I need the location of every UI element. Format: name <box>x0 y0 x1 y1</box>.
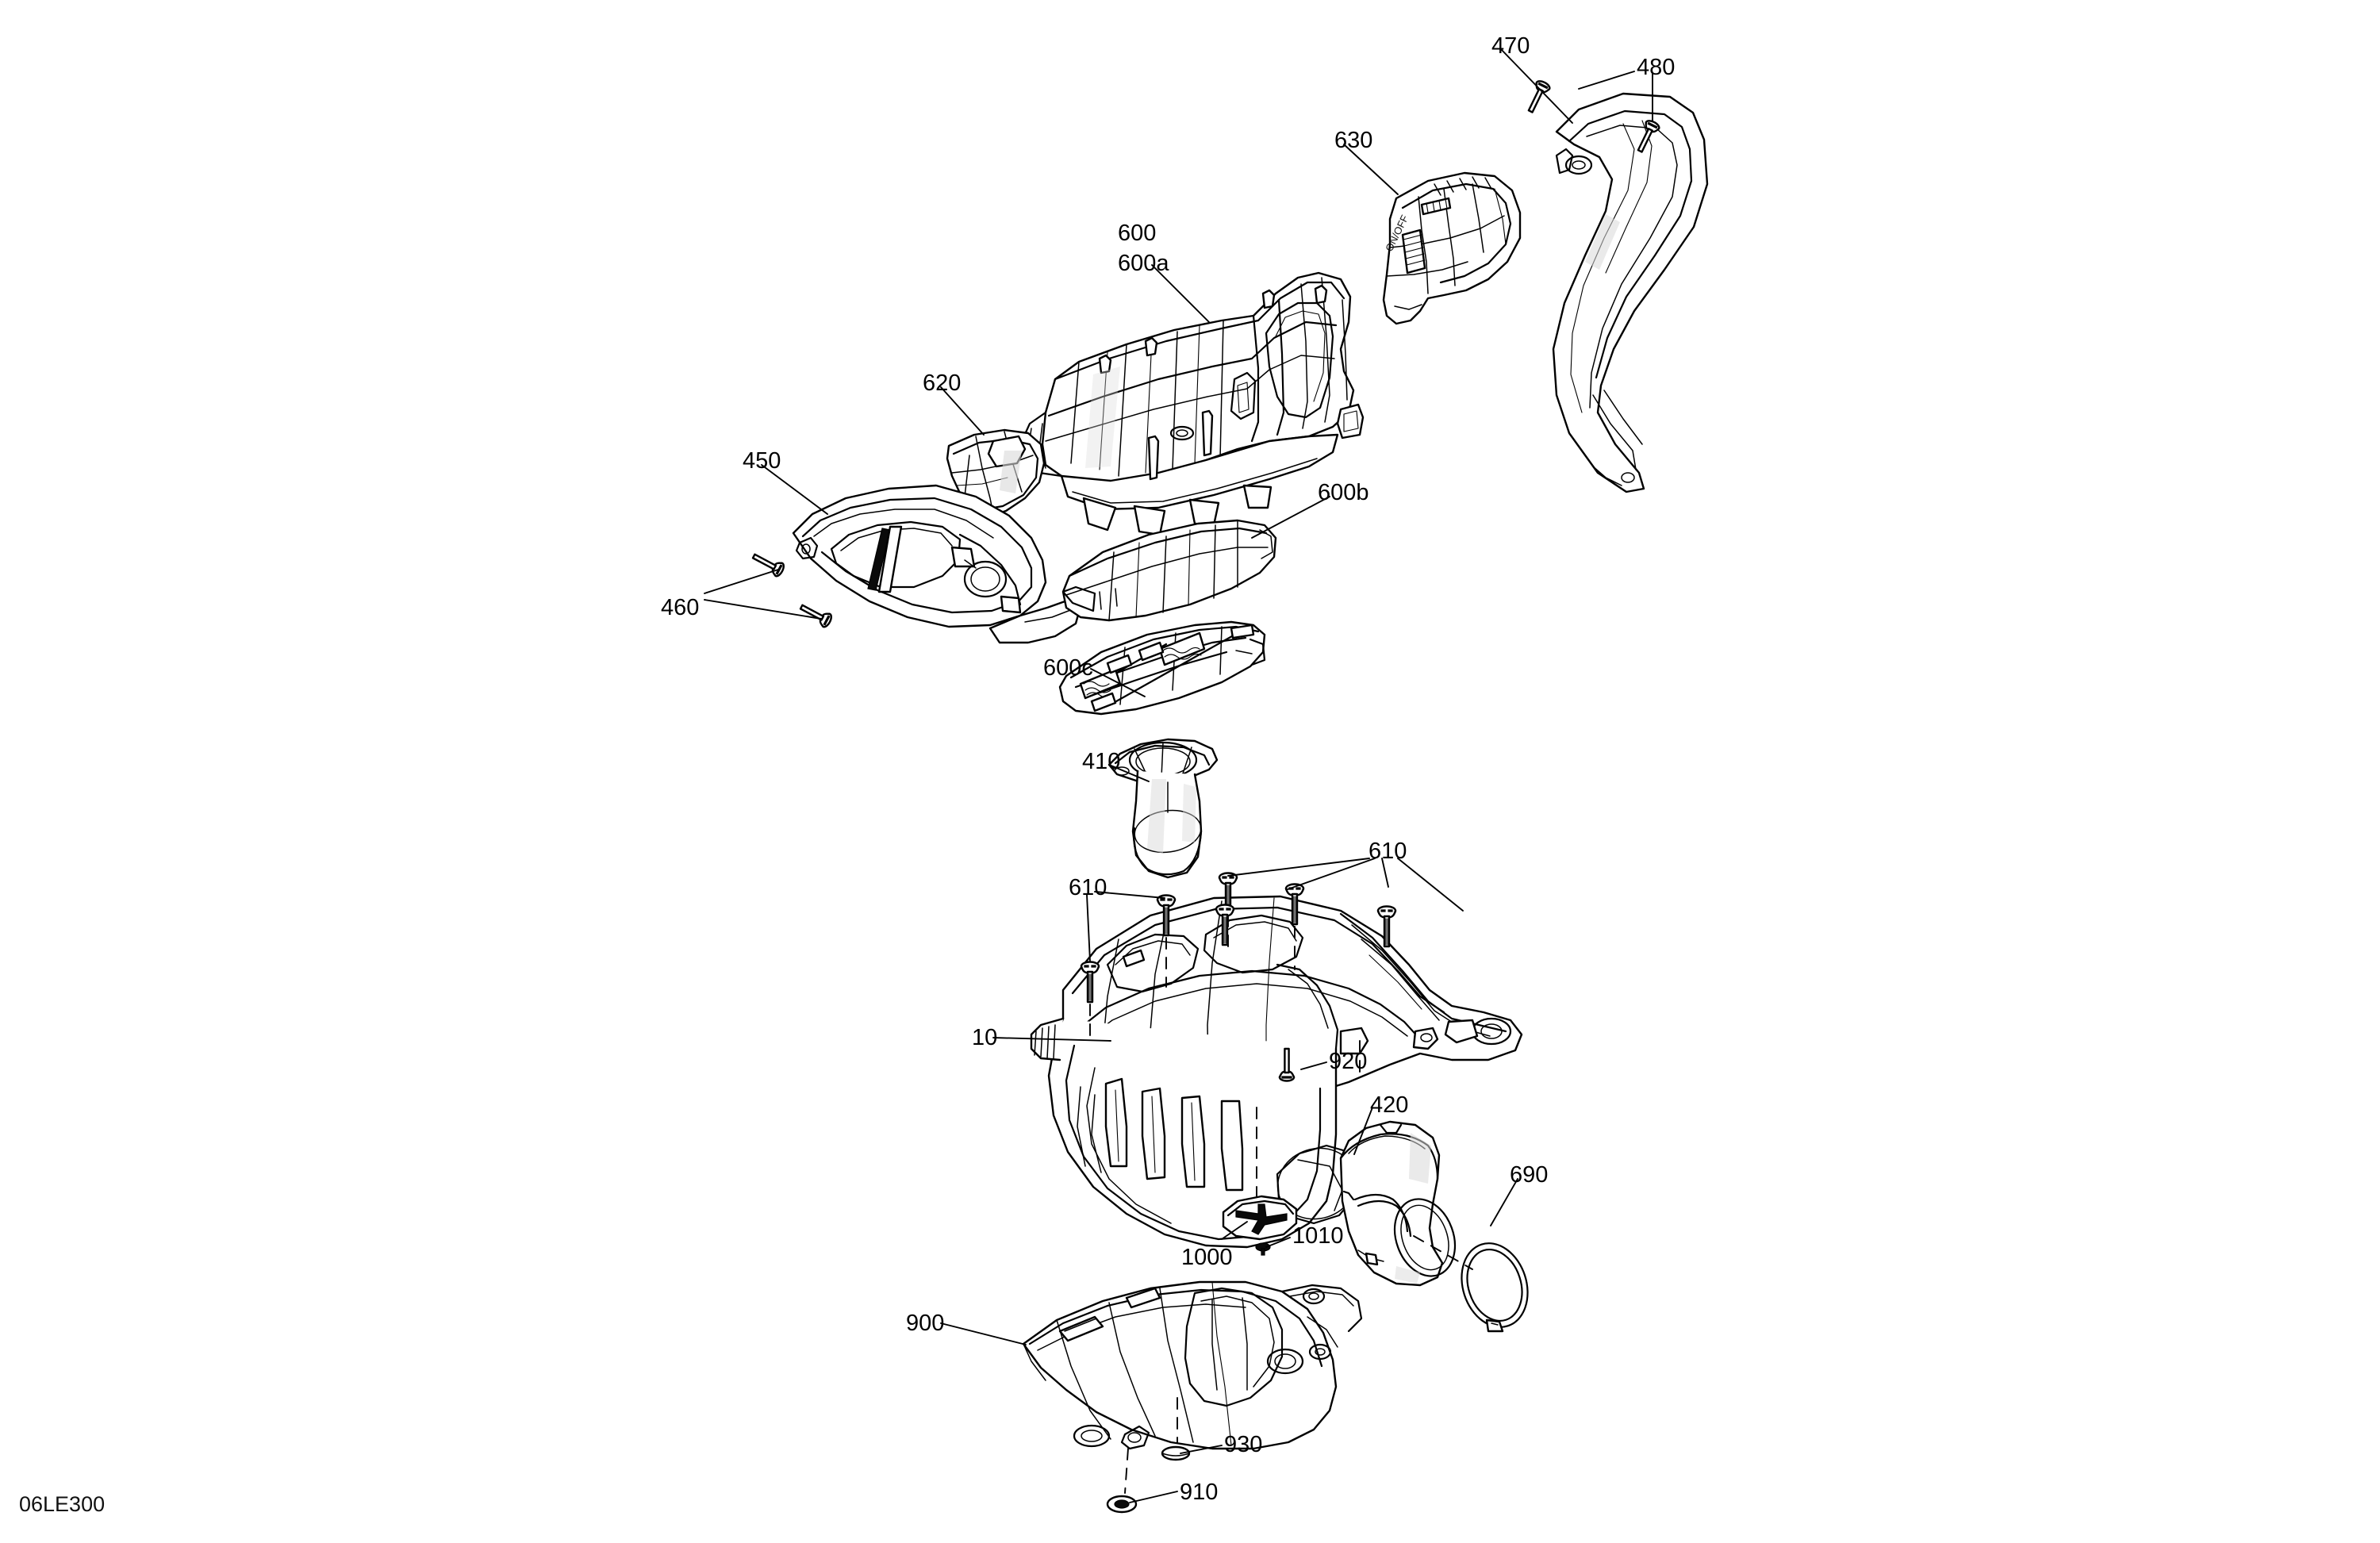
leader-line-900 <box>940 1322 1027 1345</box>
leader-line-690 <box>1490 1178 1518 1226</box>
leader-line-610 <box>1397 858 1464 912</box>
callout-label-460: 460 <box>661 595 699 620</box>
part-620-scoop-deflector <box>946 428 1046 519</box>
part-10-air-box-main-body <box>1030 895 1523 1249</box>
callout-label-610: 610 <box>1368 839 1407 864</box>
leader-line-10 <box>992 1037 1111 1042</box>
leader-line-450 <box>761 464 828 515</box>
callout-label-1000: 1000 <box>1181 1245 1233 1270</box>
leader-line-610 <box>1094 891 1165 899</box>
callout-label-690: 690 <box>1510 1162 1548 1188</box>
part-420-elbow-hose <box>1339 1120 1457 1287</box>
part-930-cap <box>1161 1445 1191 1461</box>
callout-labels: 470 480 630 600 600a 620 450 460 600b 600c 410 610 6… <box>661 33 1675 1505</box>
callout-label-600c: 600c <box>1043 655 1093 681</box>
callout-label-10: 10 <box>972 1025 997 1050</box>
leader-line-910 <box>1129 1491 1178 1503</box>
callout-label-920: 920 <box>1329 1049 1367 1074</box>
callout-label-600b: 600b <box>1318 480 1369 505</box>
assembly-axis-910 <box>1124 1448 1129 1494</box>
callout-label-610: 610 <box>1069 875 1107 900</box>
callout-label-900: 900 <box>906 1311 944 1336</box>
leader-line-480 <box>1578 71 1635 90</box>
leader-line-620 <box>940 386 985 436</box>
leader-line-460 <box>704 599 822 620</box>
leader-line-610 <box>1381 858 1389 888</box>
part-450-snorkel-side-panel <box>792 484 1082 644</box>
assembly-axis-420-690 <box>1413 1235 1473 1270</box>
part-910-grommet <box>1106 1495 1138 1514</box>
leader-line-920 <box>1300 1061 1327 1070</box>
leader-line-600b <box>1251 496 1330 539</box>
leader-line-410 <box>1108 764 1150 782</box>
part-600a-intake-duct-upper <box>1020 271 1365 536</box>
part-690-clamp-ring <box>1461 1242 1529 1333</box>
leader-line-630 <box>1343 144 1399 195</box>
leader-line-930 <box>1180 1445 1223 1454</box>
callout-label-470: 470 <box>1491 33 1530 59</box>
leader-lines <box>704 48 1653 1503</box>
callout-label-600: 600 <box>1118 221 1156 246</box>
leader-line-610 <box>1227 858 1370 877</box>
leader-line-600a <box>1151 264 1210 323</box>
part-610-screws-left <box>1080 894 1177 1038</box>
callout-label-420: 420 <box>1370 1092 1408 1118</box>
callout-label-480: 480 <box>1637 55 1675 80</box>
leader-line-1000 <box>1221 1221 1248 1240</box>
leader-line-420 <box>1353 1107 1373 1155</box>
leader-line-1010 <box>1265 1237 1291 1248</box>
leader-line-610 <box>1287 858 1376 890</box>
part-900-lower-tray <box>1022 1280 1363 1450</box>
part-600c-filter-frame <box>1058 620 1266 716</box>
callout-label-1010: 1010 <box>1292 1223 1344 1249</box>
leader-line-460 <box>704 569 779 594</box>
drawing-code: 06LE300 <box>19 1492 105 1516</box>
part-1010-plug <box>1255 1242 1271 1256</box>
part-1000-drain-valve <box>1222 1195 1298 1241</box>
leader-line-600c <box>1090 668 1146 697</box>
part-630-intake-grille-cover: ON/OFF <box>1382 171 1522 325</box>
part-410-intake-funnel <box>1107 738 1219 879</box>
part-610-screws-right <box>1215 872 1397 970</box>
callout-label-600a: 600a <box>1118 251 1169 276</box>
callout-label-410: 410 <box>1082 749 1120 774</box>
leader-line-610 <box>1086 894 1091 962</box>
leader-line-470 <box>1500 48 1573 124</box>
callout-label-450: 450 <box>743 448 781 474</box>
callout-label-910: 910 <box>1180 1480 1218 1505</box>
part-470-side-duct-panel <box>1552 92 1709 493</box>
callout-label-620: 620 <box>923 370 961 396</box>
callout-label-630: 630 <box>1334 128 1372 153</box>
callout-label-930: 930 <box>1224 1432 1262 1457</box>
part-600b-filter-element <box>1061 519 1277 622</box>
